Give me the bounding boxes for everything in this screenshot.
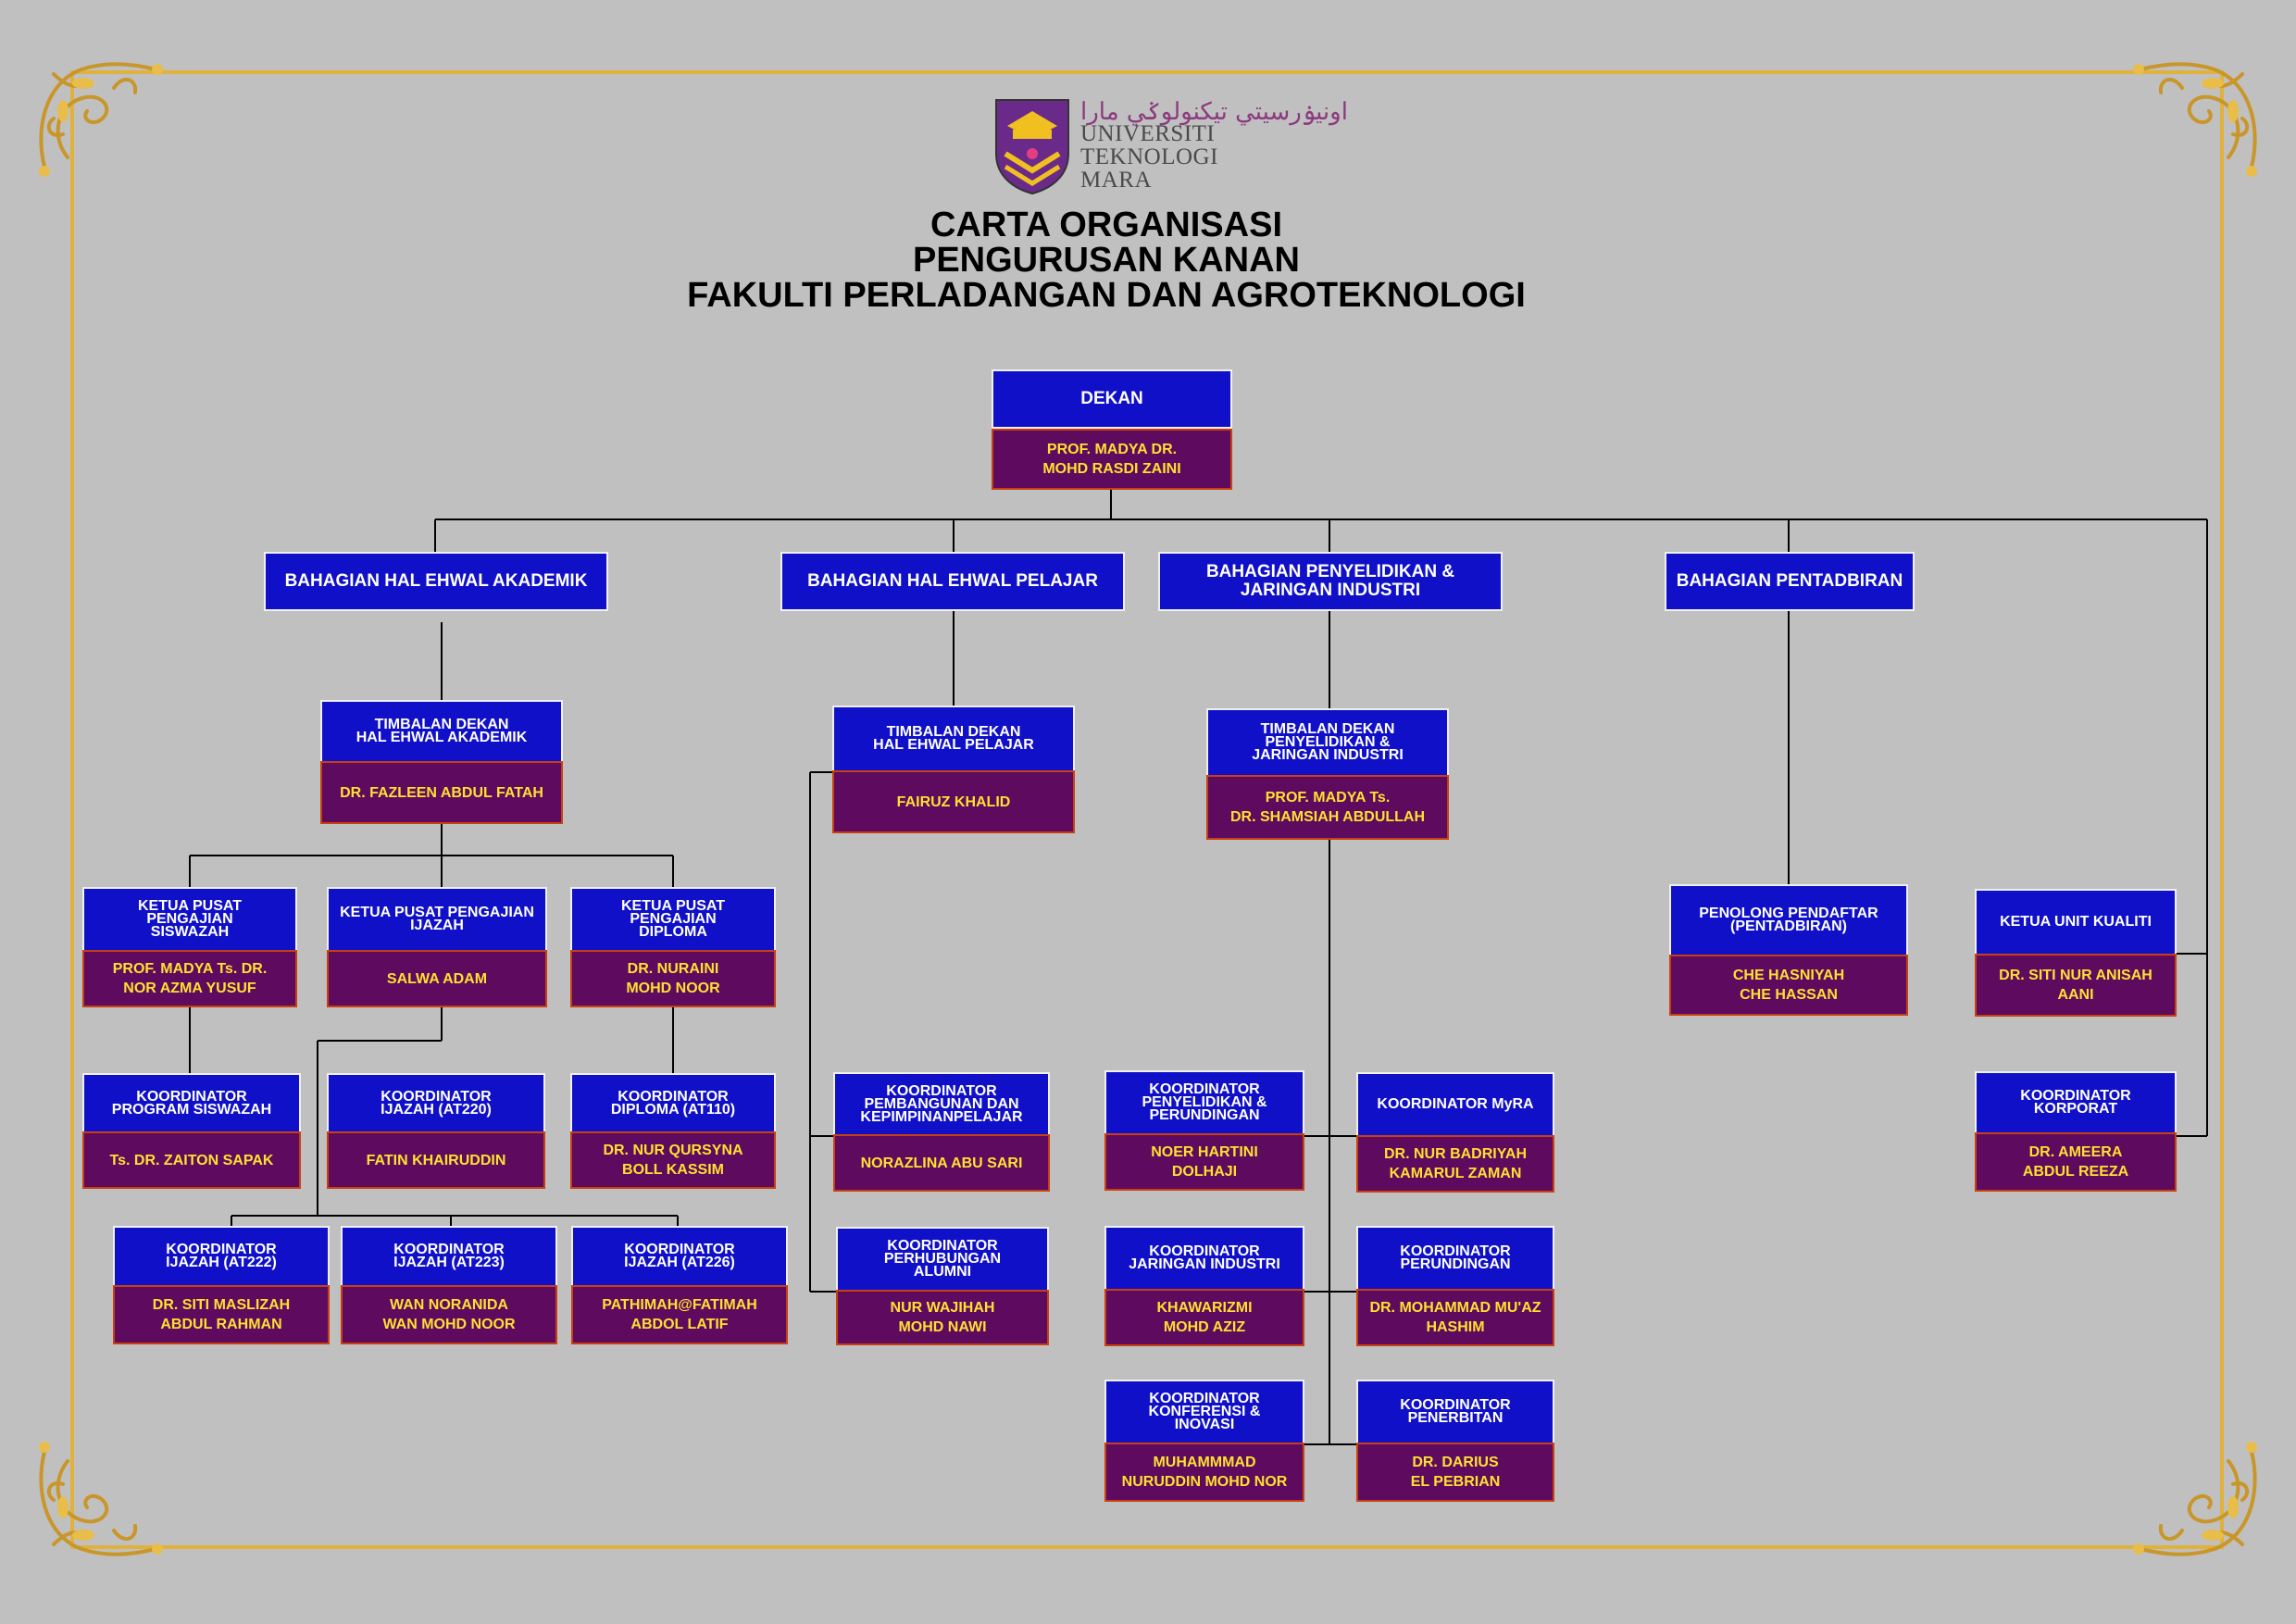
dean-role-box: DEKAN	[992, 369, 1232, 429]
coordinator-alumni-name: NUR WAJIHAH MOHD NAWI	[836, 1290, 1049, 1345]
coordinator-consultancy-name: DR. MOHAMMAD MU'AZ HASHIM	[1356, 1289, 1554, 1346]
coordinator-research-consultancy-role: KOORDINATOR PENYELIDIKAN & PERUNDINGAN	[1104, 1070, 1304, 1133]
coordinator-publication-name: DR. DARIUS EL PEBRIAN	[1356, 1443, 1554, 1502]
coordinator-publication-role: KOORDINATOR PENERBITAN	[1356, 1380, 1554, 1443]
coordinator-alumni-role: KOORDINATOR PERHUBUNGAN ALUMNI	[836, 1227, 1049, 1290]
coordinator-at220-name: FATIN KHAIRUDDIN	[327, 1131, 545, 1189]
logo-university-name: UNIVERSITI TEKNOLOGI MARA	[1080, 121, 1218, 193]
faculty-title: FAKULTI PERLADANGAN DAN AGROTEKNOLOGI	[687, 276, 1526, 315]
head-degree-role: KETUA PUSAT PENGAJIAN IJAZAH	[327, 887, 547, 950]
chart-subtitle: PENGURUSAN KANAN	[912, 241, 1301, 280]
head-postgraduate-name: PROF. MADYA Ts. DR. NOR AZMA YUSUF	[82, 950, 297, 1007]
coordinator-at223-name: WAN NORANIDA WAN MOHD NOOR	[341, 1285, 557, 1344]
deputy-dean-academic-role: TIMBALAN DEKAN HAL EHWAL AKADEMIK	[320, 700, 563, 761]
coordinator-postgraduate-name: Ts. DR. ZAITON SAPAK	[82, 1131, 301, 1189]
coordinator-postgraduate-role: KOORDINATOR PROGRAM SISWAZAH	[82, 1073, 301, 1131]
coordinator-student-development-role: KOORDINATOR PEMBANGUNAN DAN KEPIMPINANPE…	[833, 1072, 1050, 1134]
coordinator-at223-role: KOORDINATOR IJAZAH (AT223)	[341, 1226, 557, 1285]
assistant-registrar-role: PENOLONG PENDAFTAR (PENTADBIRAN)	[1669, 884, 1908, 955]
head-diploma-name: DR. NURAINI MOHD NOOR	[570, 950, 776, 1007]
coordinator-at220-role: KOORDINATOR IJAZAH (AT220)	[327, 1073, 545, 1131]
head-diploma-role: KETUA PUSAT PENGAJIAN DIPLOMA	[570, 887, 776, 950]
coordinator-at222-name: DR. SITI MASLIZAH ABDUL RAHMAN	[113, 1285, 330, 1344]
quality-unit-head-name: DR. SITI NUR ANISAH AANI	[1975, 954, 2177, 1017]
ornament-corner-icon	[26, 46, 165, 185]
coordinator-corporate-role: KOORDINATOR KORPORAT	[1975, 1071, 2177, 1132]
gold-frame-border	[70, 70, 2224, 1549]
coordinator-at222-role: KOORDINATOR IJAZAH (AT222)	[113, 1226, 330, 1285]
logo-arabic-text: اونيۏرسيتي تيكنولوݢي مارا	[1080, 98, 1348, 126]
assistant-registrar-name: CHE HASNIYAH CHE HASSAN	[1669, 955, 1908, 1016]
ornament-corner-icon	[2131, 46, 2270, 185]
coordinator-corporate-name: DR. AMEERA ABDUL REEZA	[1975, 1132, 2177, 1192]
deputy-dean-research-name: PROF. MADYA Ts. DR. SHAMSIAH ABDULLAH	[1206, 775, 1449, 840]
quality-unit-head-role: KETUA UNIT KUALITI	[1975, 889, 2177, 954]
uitm-logo: اونيۏرسيتي تيكنولوݢي مارا UNIVERSITI TEK…	[994, 98, 1348, 194]
dept-administration-box: BAHAGIAN PENTADBIRAN	[1665, 552, 1915, 611]
head-degree-name: SALWA ADAM	[327, 950, 547, 1007]
coordinator-student-development-name: NORAZLINA ABU SARI	[833, 1134, 1050, 1192]
coordinator-research-consultancy-name: NOER HARTINI DOLHAJI	[1104, 1133, 1304, 1191]
uitm-shield-icon	[995, 99, 1069, 194]
coordinator-conference-name: MUHAMMMAD NURUDDIN MOHD NOR	[1104, 1443, 1304, 1502]
coordinator-at110-name: DR. NUR QURSYNA BOLL KASSIM	[570, 1131, 776, 1189]
deputy-dean-student-role: TIMBALAN DEKAN HAL EHWAL PELAJAR	[832, 706, 1075, 770]
coordinator-consultancy-role: KOORDINATOR PERUNDINGAN	[1356, 1226, 1554, 1289]
dept-student-box: BAHAGIAN HAL EHWAL PELAJAR	[780, 552, 1125, 611]
coordinator-at226-name: PATHIMAH@FATIMAH ABDOL LATIF	[571, 1285, 788, 1344]
ornament-corner-icon	[2131, 1433, 2270, 1572]
coordinator-myra-name: DR. NUR BADRIYAH KAMARUL ZAMAN	[1356, 1135, 1554, 1193]
chart-title: CARTA ORGANISASI	[930, 206, 1282, 244]
coordinator-industry-network-name: KHAWARIZMI MOHD AZIZ	[1104, 1289, 1304, 1346]
dept-academic-box: BAHAGIAN HAL EHWAL AKADEMIK	[264, 552, 608, 611]
coordinator-industry-network-role: KOORDINATOR JARINGAN INDUSTRI	[1104, 1226, 1304, 1289]
ornament-corner-icon	[26, 1433, 165, 1572]
deputy-dean-research-role: TIMBALAN DEKAN PENYELIDIKAN & JARINGAN I…	[1206, 708, 1449, 775]
coordinator-conference-role: KOORDINATOR KONFERENSI & INOVASI	[1104, 1380, 1304, 1443]
head-postgraduate-role: KETUA PUSAT PENGAJIAN SISWAZAH	[82, 887, 297, 950]
coordinator-at110-role: KOORDINATOR DIPLOMA (AT110)	[570, 1073, 776, 1131]
coordinator-at226-role: KOORDINATOR IJAZAH (AT226)	[571, 1226, 788, 1285]
deputy-dean-academic-name: DR. FAZLEEN ABDUL FATAH	[320, 761, 563, 824]
dean-name-box: PROF. MADYA DR. MOHD RASDI ZAINI	[992, 429, 1232, 490]
coordinator-myra-role: KOORDINATOR MyRA	[1356, 1072, 1554, 1135]
dept-research-box: BAHAGIAN PENYELIDIKAN & JARINGAN INDUSTR…	[1158, 552, 1503, 611]
deputy-dean-student-name: FAIRUZ KHALID	[832, 770, 1075, 833]
